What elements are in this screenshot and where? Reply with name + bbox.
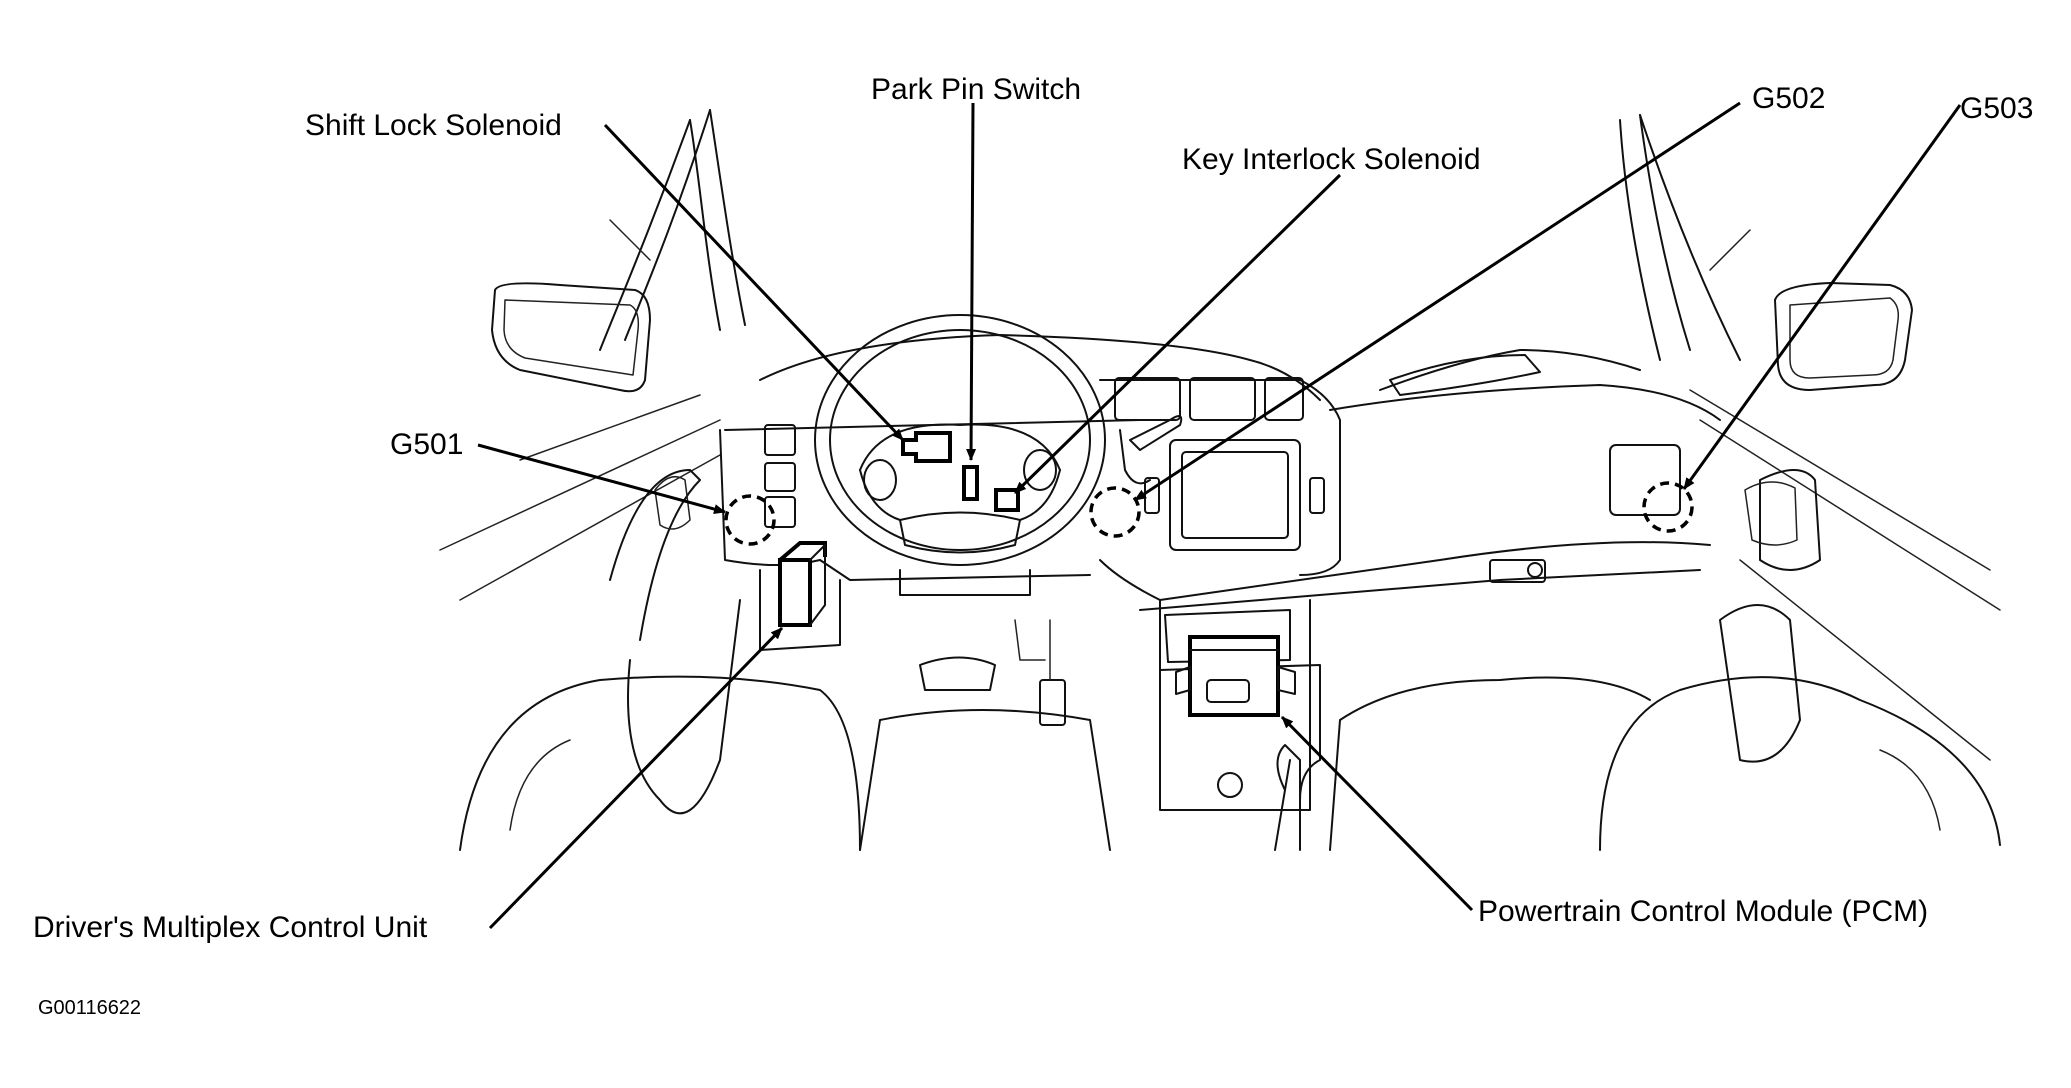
steering-wheel xyxy=(814,314,1106,566)
label-park-pin-switch: Park Pin Switch xyxy=(871,73,1082,106)
seats xyxy=(459,675,2001,851)
left-mirror xyxy=(491,282,651,393)
label-drivers-multiplex-control-unit: Driver's Multiplex Control Unit xyxy=(33,911,428,944)
shift-lock-solenoid-marker xyxy=(901,431,952,463)
dashboard xyxy=(719,334,1721,651)
key-interlock-solenoid-marker xyxy=(994,488,1020,512)
right-mirror xyxy=(1774,282,1913,391)
g501-ground-marker xyxy=(724,494,776,546)
label-shift-lock-solenoid: Shift Lock Solenoid xyxy=(305,109,562,142)
label-g502: G502 xyxy=(1752,82,1826,115)
leader-lines xyxy=(477,101,1962,930)
park-pin-switch-marker xyxy=(962,465,979,501)
label-key-interlock-solenoid: Key Interlock Solenoid xyxy=(1182,143,1481,176)
g502-ground-marker xyxy=(1089,486,1141,538)
right-door xyxy=(1689,389,2001,763)
g503-ground-marker xyxy=(1642,481,1694,533)
label-g501: G501 xyxy=(390,428,464,461)
component-markers xyxy=(724,431,1694,717)
label-g503: G503 xyxy=(1960,92,2034,125)
figure-id: G00116622 xyxy=(38,997,142,1019)
pedals xyxy=(919,619,1066,726)
label-powertrain-control-module: Powertrain Control Module (PCM) xyxy=(1478,895,1929,928)
windshield-frame xyxy=(599,109,1751,361)
pcm-marker xyxy=(1188,635,1280,717)
left-door xyxy=(439,394,741,815)
center-console xyxy=(1159,599,1321,851)
